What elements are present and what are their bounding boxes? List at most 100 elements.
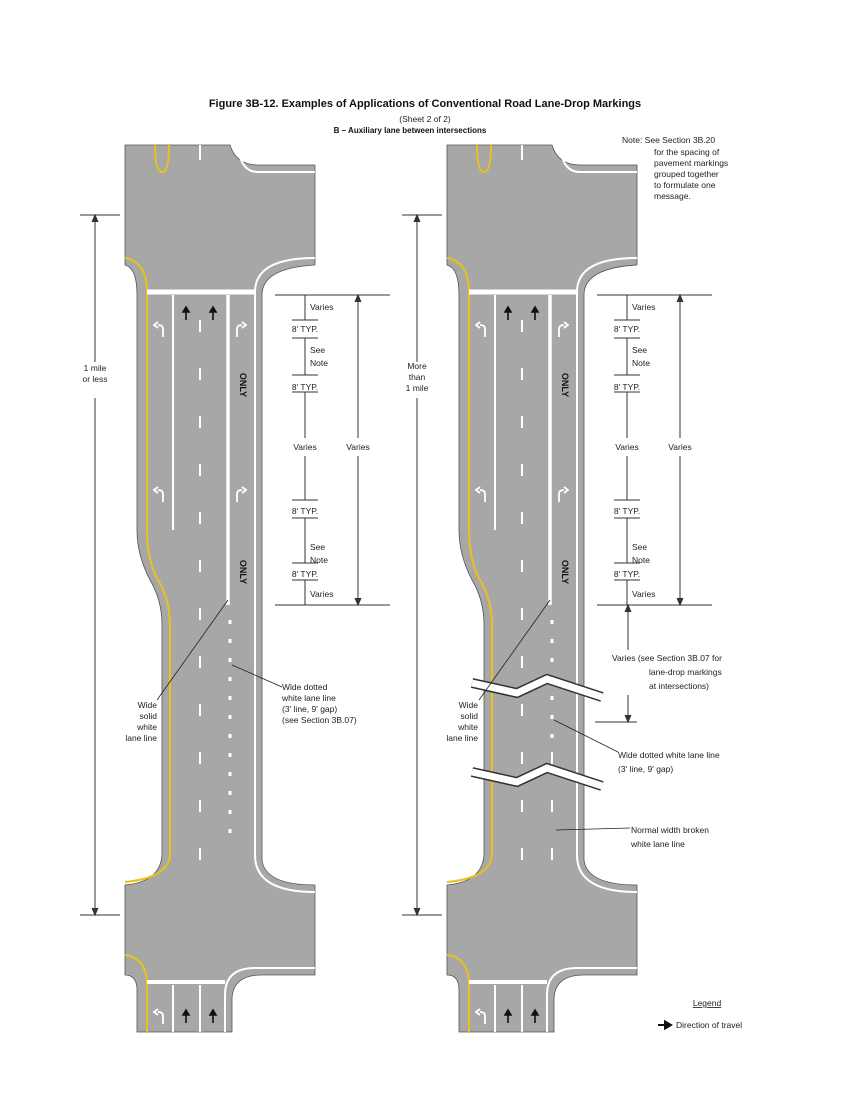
wide-dotted-line-dot: [228, 829, 232, 833]
dimension-arrow-icon: [624, 603, 632, 724]
note-line: for the spacing of: [654, 147, 720, 157]
wide-dotted-line-dot: [228, 734, 232, 738]
right-turn-arrow-icon: [236, 321, 248, 337]
through-arrow-icon: [208, 1008, 218, 1023]
wide-dotted-line-dot: [228, 810, 232, 814]
dim-outer-varies-label: Varies: [346, 442, 369, 452]
dim-see-note-label: Note: [310, 358, 328, 368]
wide-dotted-line-dot: [550, 658, 554, 662]
distance-label: 1 mile: [84, 363, 107, 373]
solid-line-label: Wide: [138, 700, 158, 710]
dim-typ-label: 8' TYP.: [292, 506, 318, 516]
distance-label: than: [409, 372, 426, 382]
leader-line: [553, 719, 619, 753]
right-turn-arrow-icon: [236, 486, 248, 502]
wide-dotted-line-dot: [550, 696, 554, 700]
solid-line-label: white: [136, 722, 157, 732]
dimension-arrow-icon: [676, 293, 684, 607]
distance-label: or less: [82, 374, 107, 384]
varies-dimension-line: [595, 605, 637, 723]
legend: Legend Direction of travel: [658, 998, 742, 1031]
dim-varies-label: Varies: [310, 589, 333, 599]
wide-dotted-line-dot: [550, 715, 554, 719]
dim-see-note-label: Note: [632, 555, 650, 565]
wide-dotted-line-dot: [228, 658, 232, 662]
through-arrow-icon: [503, 305, 513, 320]
normal-line-label: white lane line: [630, 839, 685, 849]
dim-varies-label: Varies: [632, 302, 655, 312]
white-edge-line: [224, 144, 316, 1032]
varies-section-label: lane-drop markings: [649, 667, 722, 677]
note-line: grouped together: [654, 169, 719, 179]
dim-typ-label: 8' TYP.: [614, 569, 640, 579]
varies-section-label: at intersections): [649, 681, 709, 691]
distance-dimension-line: [80, 214, 120, 916]
leader-line: [231, 664, 283, 688]
dotted-line-label: (see Section 3B.07): [282, 715, 357, 725]
left-turn-arrow-icon: [152, 1008, 164, 1024]
dotted-line-label: (3' line, 9' gap): [282, 704, 337, 714]
pavement: [124, 144, 316, 1033]
arrow-right-icon: [658, 1019, 673, 1031]
wide-dotted-line-dot: [228, 715, 232, 719]
wide-dotted-line-dot: [228, 620, 232, 624]
left-turn-arrow-icon: [474, 1008, 486, 1024]
solid-line-label: solid: [140, 711, 158, 721]
through-arrow-icon: [208, 305, 218, 320]
dim-see-note-label: See: [632, 345, 647, 355]
section-heading: B – Auxiliary lane between intersections: [334, 126, 487, 135]
dim-outer-varies-label: Varies: [668, 442, 691, 452]
right-annotations: More than 1 mile Varies (see Section 3B.…: [406, 361, 722, 849]
left-annotations: 1 mile or less Wide dotted white lane li…: [82, 363, 356, 743]
wide-dotted-line-dot: [228, 696, 232, 700]
left-turn-arrow-icon: [152, 486, 164, 502]
distance-dimension-line: [402, 214, 442, 916]
dim-typ-label: 8' TYP.: [614, 324, 640, 334]
right-turn-arrow-icon: [558, 486, 570, 502]
wide-dotted-line-dot: [228, 639, 232, 643]
varies-section-label: Varies (see Section 3B.07 for: [612, 653, 722, 663]
note-line: Note: See Section 3B.20: [622, 135, 715, 145]
solid-line-label: lane line: [125, 733, 157, 743]
dim-typ-label: 8' TYP.: [292, 569, 318, 579]
dim-see-note-label: See: [310, 345, 325, 355]
break-line: [471, 764, 604, 790]
distance-label: 1 mile: [406, 383, 429, 393]
dim-typ-label: 8' TYP.: [614, 382, 640, 392]
dotted-line-label: white lane line: [281, 693, 336, 703]
median-nose-yellow: [476, 144, 492, 174]
median-nose-yellow: [154, 144, 170, 174]
dim-varies-label: Varies: [615, 442, 638, 452]
leader-line: [555, 827, 631, 831]
through-arrow-icon: [181, 1008, 191, 1023]
dim-typ-label: 8' TYP.: [292, 382, 318, 392]
note-line: message.: [654, 191, 691, 201]
note-line: pavement markings: [654, 158, 728, 168]
solid-line-label: solid: [461, 711, 479, 721]
leader-line: [156, 599, 229, 701]
dim-see-note-label: See: [632, 542, 647, 552]
through-arrow-icon: [530, 305, 540, 320]
break-line: [471, 675, 604, 701]
wide-dotted-line-dot: [550, 734, 554, 738]
dim-typ-label: 8' TYP.: [292, 324, 318, 334]
dim-see-note-label: Note: [632, 358, 650, 368]
dim-varies-label: Varies: [632, 589, 655, 599]
wide-dotted-line-dot: [550, 620, 554, 624]
through-arrow-icon: [181, 305, 191, 320]
wide-dotted-line-dot: [228, 772, 232, 776]
left-turn-arrow-icon: [152, 321, 164, 337]
outer-dimension-line: [275, 294, 390, 606]
left-turn-arrow-icon: [474, 321, 486, 337]
note: Note: See Section 3B.20 for the spacing …: [622, 135, 728, 201]
wide-dotted-line-dot: [550, 639, 554, 643]
figure-title: Figure 3B-12. Examples of Applications o…: [209, 98, 641, 110]
only-pavement-word: ONLY: [560, 373, 570, 397]
dimension-arrow-icon: [91, 213, 99, 917]
legend-item: Direction of travel: [676, 1020, 742, 1030]
only-pavement-word: ONLY: [238, 560, 248, 584]
dim-varies-label: Varies: [310, 302, 333, 312]
